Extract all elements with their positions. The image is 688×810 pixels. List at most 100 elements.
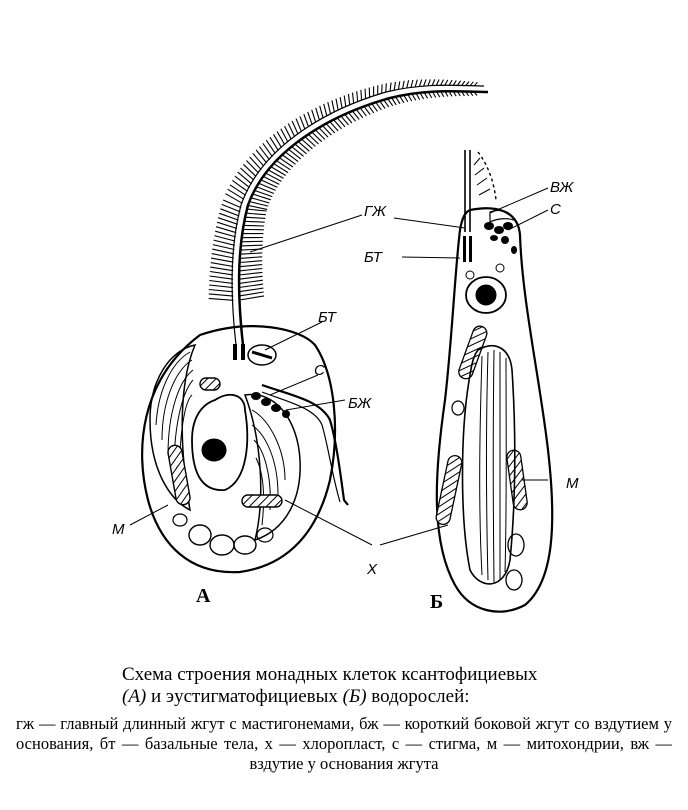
- mastigoneme-hair: [246, 212, 266, 216]
- mastigoneme-hair: [268, 169, 284, 179]
- mitochondrion-b2: [435, 454, 463, 526]
- mastigoneme-hair: [335, 98, 339, 111]
- mastigoneme-hair: [247, 204, 268, 210]
- mastigoneme-hair: [260, 179, 278, 188]
- mastigoneme-hair: [418, 79, 423, 87]
- mastigoneme-hair: [276, 131, 286, 146]
- mastigoneme-hair: [423, 91, 429, 99]
- basal-body-a1: [233, 344, 237, 360]
- mastigoneme-hair: [401, 80, 405, 90]
- mitochondrion-b3: [506, 449, 528, 511]
- caption-title-mid: и эустигматофициевых: [146, 686, 343, 707]
- mastigoneme-hair: [265, 139, 276, 154]
- mastigoneme-hair: [209, 279, 234, 284]
- mastigoneme-hair: [217, 217, 238, 225]
- mastigoneme-hair: [245, 216, 266, 219]
- mastigoneme-hair: [211, 257, 234, 263]
- mastigoneme-hair: [469, 81, 474, 87]
- mastigoneme-hair: [297, 141, 310, 152]
- basal-body-a2: [241, 344, 245, 360]
- mastigoneme-hair: [284, 125, 292, 140]
- mitochondrion-b1: [458, 325, 488, 380]
- mastigoneme-hair: [251, 197, 270, 204]
- mastigoneme-hair: [336, 117, 346, 128]
- mastigoneme-hair: [220, 208, 240, 217]
- basal-body-b2: [469, 236, 472, 262]
- mastigoneme-hair: [291, 120, 299, 135]
- label-m-b: М: [566, 475, 579, 492]
- mastigoneme-hair: [347, 112, 357, 122]
- mastigoneme-hair: [340, 115, 349, 126]
- mastigoneme-hair: [452, 80, 457, 86]
- mitochondrion-a1: [167, 444, 191, 506]
- mastigoneme-hair: [221, 203, 241, 213]
- stigma-a: [251, 392, 290, 418]
- mastigoneme-hair: [406, 80, 410, 89]
- mastigoneme-hair: [364, 88, 367, 100]
- mastigoneme-hair: [208, 297, 234, 301]
- mastigoneme-hair: [436, 91, 441, 98]
- mastigoneme-hair: [311, 131, 323, 143]
- mastigoneme-hair: [332, 119, 343, 130]
- cell-structure-diagram: ГЖ БТ С БЖ М Х ВЖ С БТ М А Б: [112, 79, 579, 613]
- cell-body-b: [435, 207, 554, 613]
- mastigoneme-hair: [252, 193, 271, 201]
- mastigoneme-hair: [291, 146, 304, 157]
- mastigoneme-hair: [452, 90, 457, 97]
- mastigoneme-hair: [393, 81, 396, 91]
- mastigoneme-hair: [440, 79, 444, 86]
- mastigoneme-hair: [210, 266, 234, 272]
- mastigoneme-hair: [351, 110, 360, 120]
- caption-ref-b: (Б): [342, 686, 367, 707]
- mastigoneme-hair: [239, 287, 264, 293]
- mastigoneme-hair: [385, 83, 387, 93]
- mastigoneme-hair: [403, 94, 409, 103]
- chloroplast-b: [461, 345, 516, 585]
- mastigoneme-hair: [252, 152, 265, 167]
- mastigoneme-hair: [244, 220, 265, 223]
- mastigoneme-hair: [360, 89, 363, 101]
- mastigoneme-hair: [249, 156, 262, 171]
- label-bt-a: БТ: [318, 309, 338, 326]
- mastigoneme-hair: [212, 244, 235, 251]
- mastigoneme-hair: [210, 262, 234, 268]
- mastigoneme-hair: [222, 199, 242, 209]
- mastigoneme-hair: [414, 79, 418, 88]
- mastigoneme-hair: [427, 91, 433, 99]
- mastigoneme-hair: [465, 81, 470, 86]
- mastigoneme-hair: [287, 123, 296, 138]
- mastigoneme-hair: [444, 79, 449, 86]
- caption-title: Схема строения монадных клеток ксантофиц…: [122, 664, 682, 708]
- mastigoneme-hair: [382, 99, 390, 108]
- nucleus-envelope-b: [465, 276, 507, 314]
- mastigoneme-hair: [208, 293, 234, 297]
- mastigoneme-hair: [386, 97, 394, 107]
- mastigoneme-hair: [282, 154, 296, 165]
- mastigoneme-hair: [239, 267, 263, 272]
- nucleus-envelope-a: [191, 393, 249, 491]
- mastigoneme-hair: [215, 226, 237, 234]
- stigma-b: [484, 222, 517, 254]
- mastigoneme-hair: [347, 93, 351, 106]
- mastigoneme-hair: [329, 121, 339, 132]
- mastigoneme-hair: [212, 248, 235, 255]
- mastigoneme-hair: [299, 116, 306, 130]
- mastigoneme-hair: [461, 80, 466, 86]
- mastigoneme-hair: [307, 111, 313, 125]
- mastigoneme-hair: [258, 146, 270, 161]
- mastigoneme-hair: [243, 163, 257, 177]
- mastigonemes-b: [473, 157, 491, 196]
- label-x: Х: [366, 561, 378, 578]
- mastigoneme-hair: [273, 163, 289, 174]
- mastigoneme-hair: [213, 239, 235, 246]
- mastigoneme-hair: [399, 95, 405, 104]
- mitochondrion-a3: [241, 494, 283, 508]
- leader-lines: [129, 187, 549, 546]
- mastigoneme-hair: [363, 105, 371, 115]
- mastigoneme-hair: [457, 80, 462, 86]
- mastigoneme-hair: [367, 104, 375, 114]
- mastigoneme-hair: [258, 182, 276, 191]
- mastigoneme-hair: [285, 151, 299, 163]
- label-vzh: ВЖ: [550, 179, 575, 196]
- caption-title-end: водорослей:: [366, 686, 470, 707]
